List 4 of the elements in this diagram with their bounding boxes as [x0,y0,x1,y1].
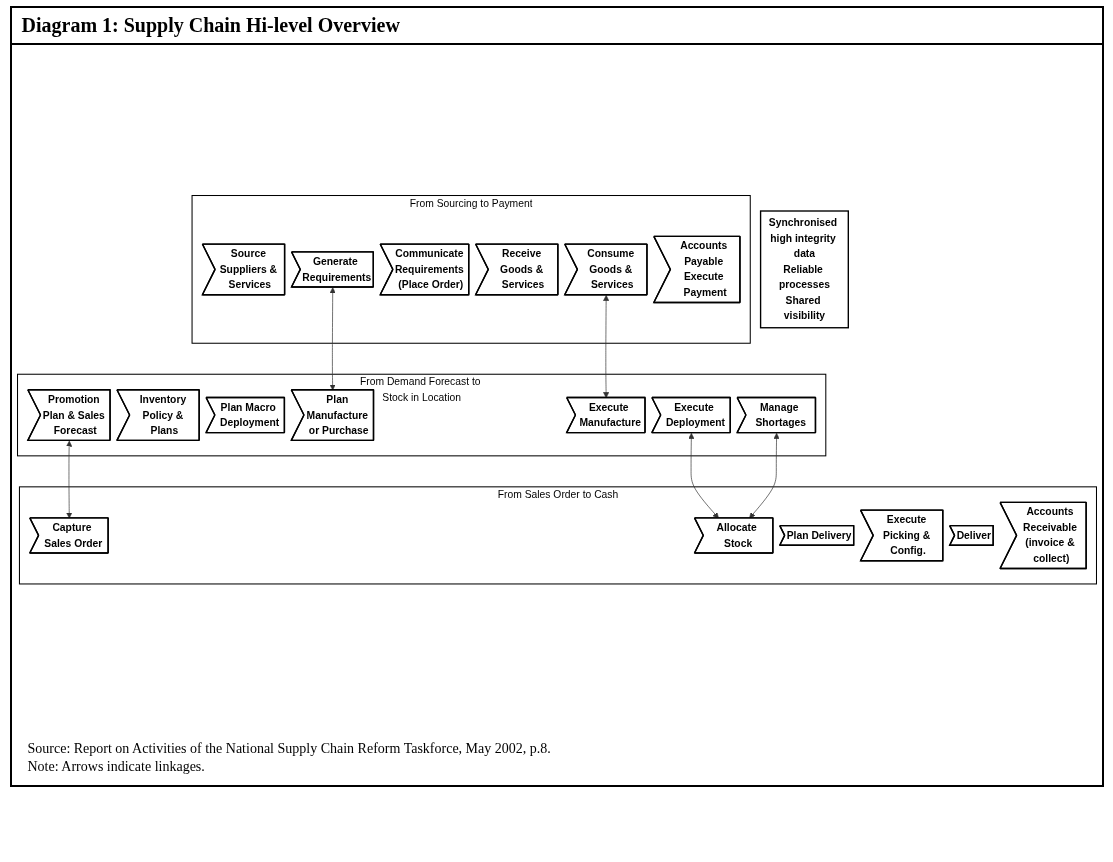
note-text: Note: Arrows indicate linkages. [27,759,206,775]
node-box: Synchronised high integrity data Reliable processes Shared visibility [759,210,849,329]
note-text: Source: Report on Activities of the National Supply Chain Reform Taskforce, May 2002, p.8. [27,741,552,757]
diagram-title: Diagram 1: Supply Chain Hi-level Overview [11,8,1102,45]
